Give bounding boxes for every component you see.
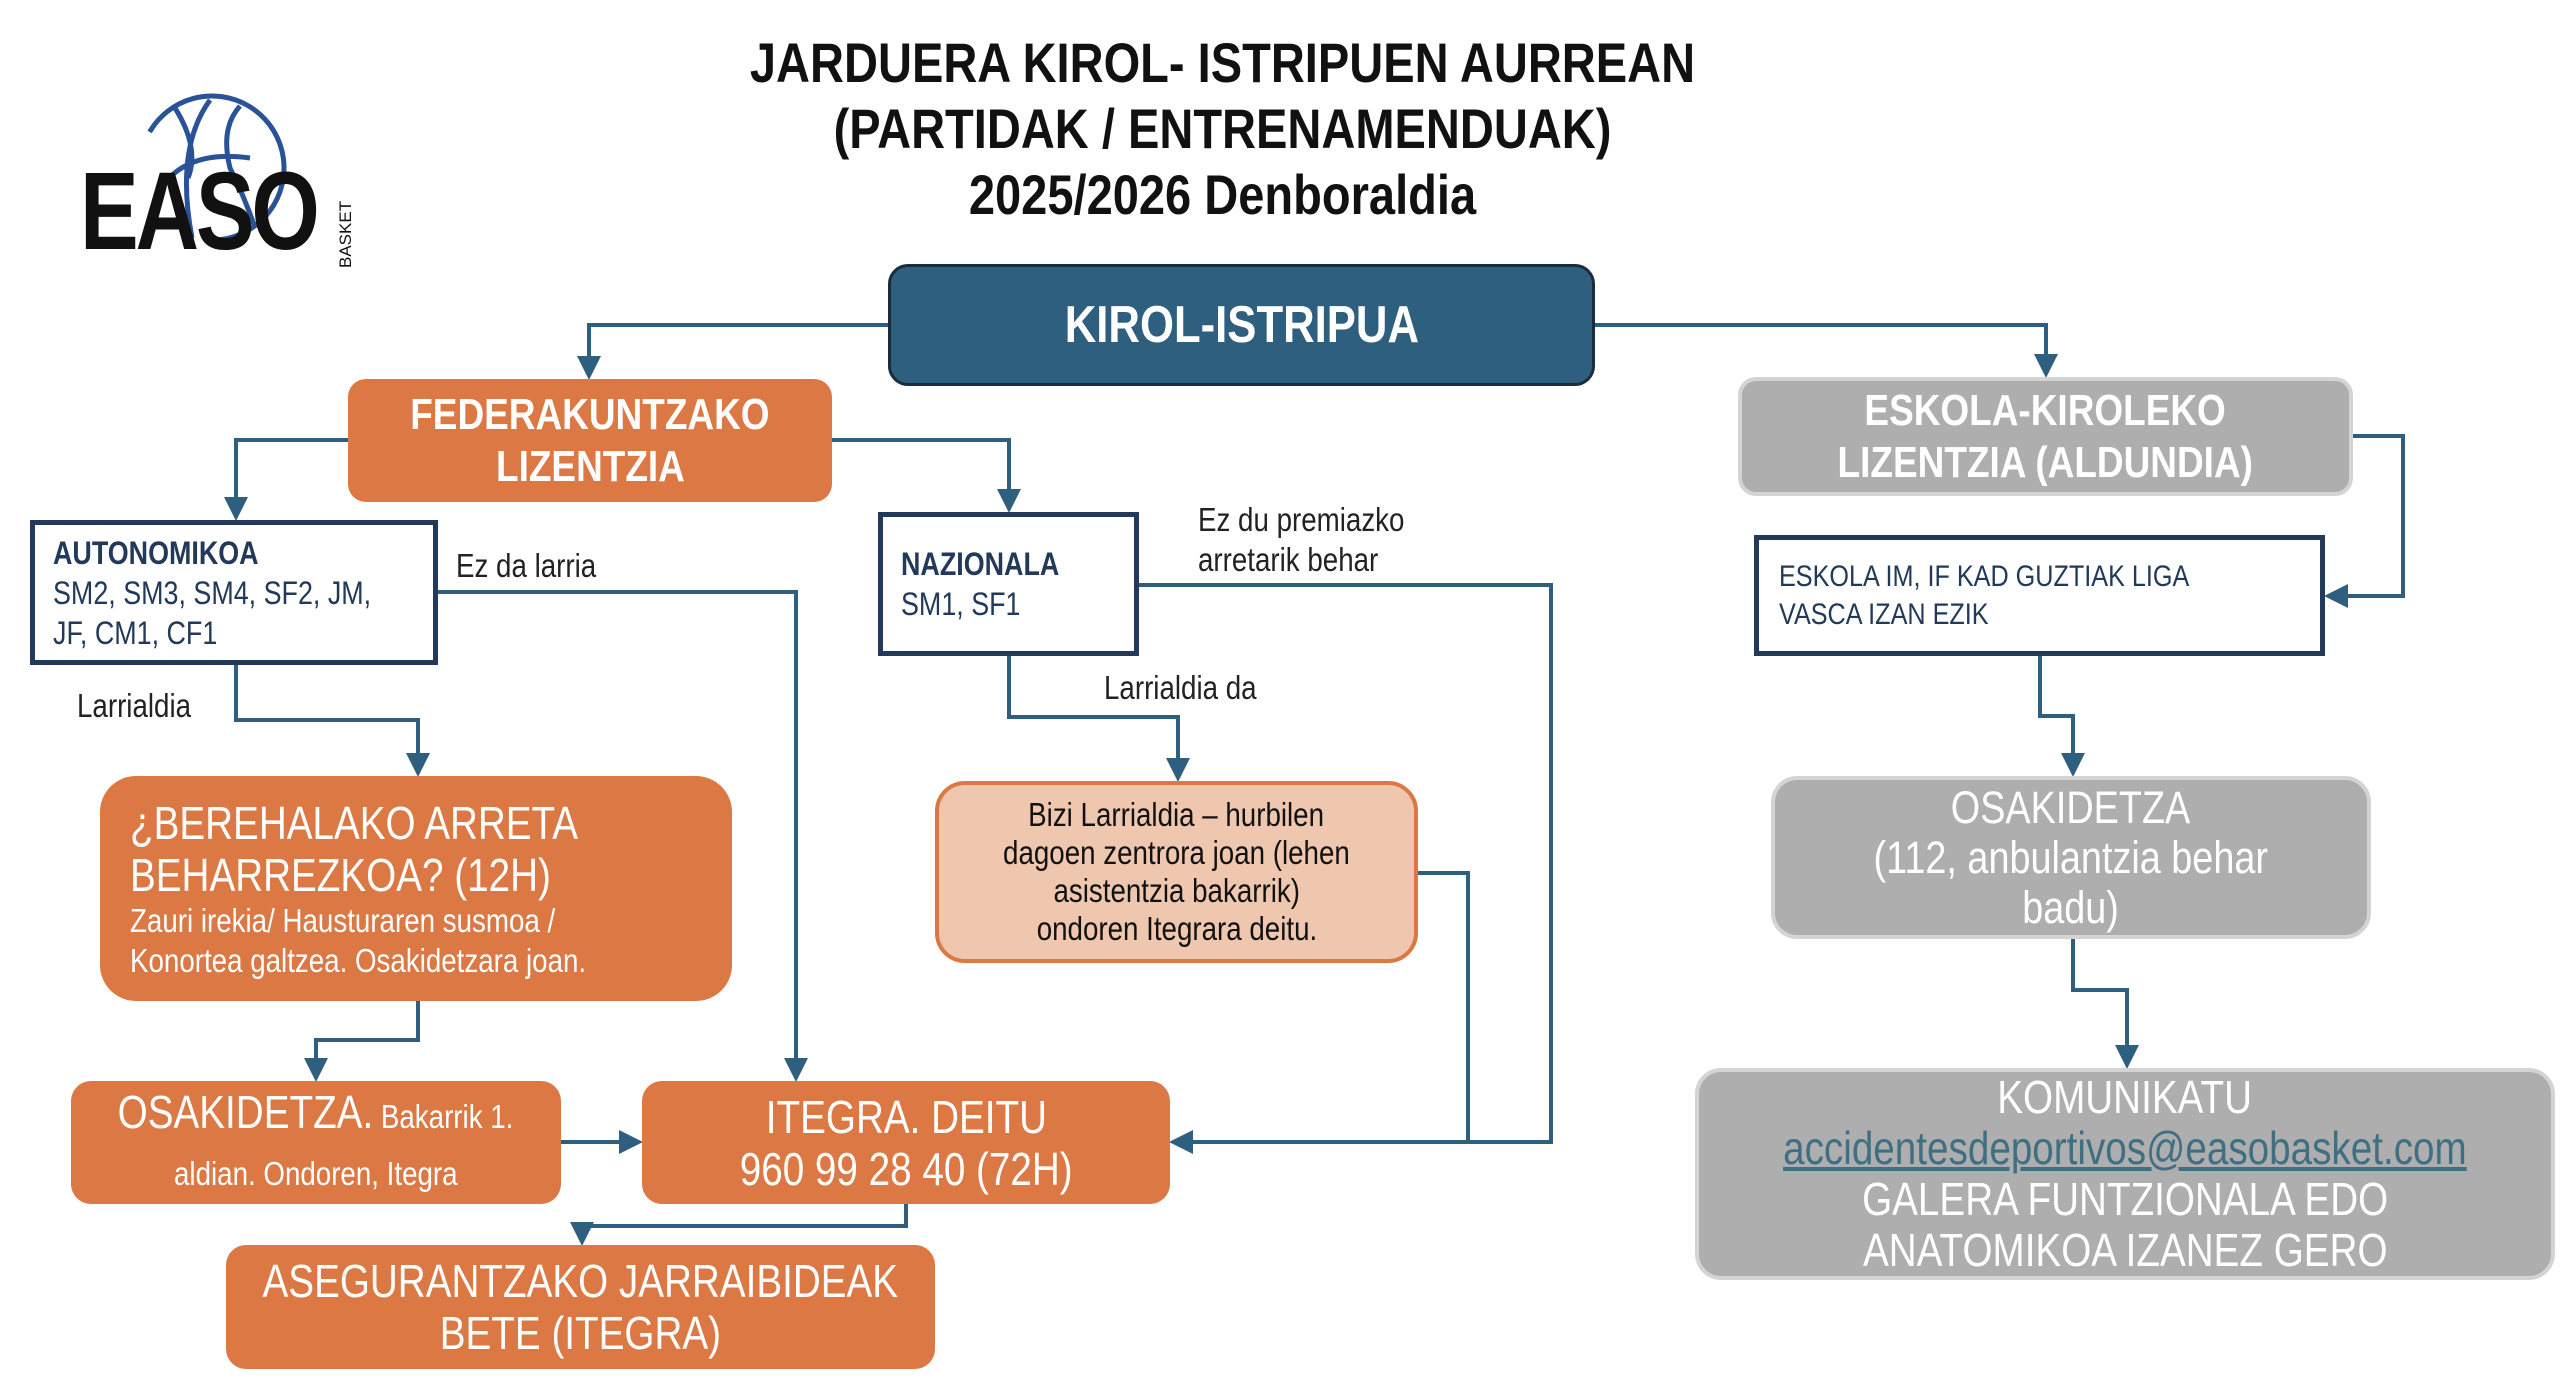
nazionala-box: NAZIONALA SM1, SF1 xyxy=(878,512,1139,656)
osakidetza-orange-box: OSAKIDETZA. Bakarrik 1. aldian. Ondoren,… xyxy=(71,1081,561,1204)
osakidetza-gray-line: OSAKIDETZA xyxy=(1951,781,2191,833)
osakidetza-orange-main: OSAKIDETZA. xyxy=(118,1085,374,1138)
nazionala-title: NAZIONALA xyxy=(901,546,1060,582)
osakidetza-gray-box: OSAKIDETZA (112, anbulantzia behar badu) xyxy=(1771,776,2371,939)
root-box-kirol-istripua: KIROL-ISTRIPUA xyxy=(888,264,1595,386)
itegra-phone: 960 99 28 40 (72H) xyxy=(739,1142,1073,1195)
root-label: KIROL-ISTRIPUA xyxy=(1064,296,1419,354)
connector-berehalako-osakidetza xyxy=(304,1001,420,1082)
eskola-line: LIZENTZIA (ALDUNDIA) xyxy=(1837,437,2254,487)
bizi-line: dagoen zentrora joan (lehen xyxy=(1003,834,1350,871)
title-line-3: 2025/2026 Denboraldia xyxy=(968,163,1477,226)
autonomikoa-line: JF, CM1, CF1 xyxy=(53,614,218,651)
eskola-im-box: ESKOLA IM, IF KAD GUZTIAK LIGA VASCA IZA… xyxy=(1754,535,2325,656)
label-larrialdia-da: Larrialdia da xyxy=(1104,668,1286,708)
autonomikoa-line: SM2, SM3, SM4, SF2, JM, xyxy=(53,574,372,611)
connector-fed-autonomikoa xyxy=(224,438,348,521)
asegurantza-line: BETE (ITEGRA) xyxy=(439,1307,722,1359)
federakuntza-box: FEDERAKUNTZAKO LIZENTZIA xyxy=(348,379,832,502)
label-text: Ez du premiazko xyxy=(1198,501,1405,538)
asegurantza-box: ASEGURANTZAKO JARRAIBIDEAK BETE (ITEGRA) xyxy=(226,1245,935,1369)
osakidetza-orange-first-line: OSAKIDETZA. Bakarrik 1. xyxy=(118,1087,514,1149)
label-text: Larrialdia da xyxy=(1104,669,1257,706)
easo-logo: EASO BASKET xyxy=(80,88,370,273)
connector-itegra-asegurantza xyxy=(570,1204,908,1246)
email-link[interactable]: accidentesdeportivos@easobasket.com xyxy=(1783,1122,2467,1174)
bizi-line: asistentzia bakarrik) xyxy=(1053,872,1300,909)
connector-eskolaim-osakidetza xyxy=(2038,656,2085,777)
connector-fed-nazionala xyxy=(832,438,1021,513)
itegra-box: ITEGRA. DEITU 960 99 28 40 (72H) xyxy=(642,1081,1170,1204)
federakuntza-line: FEDERAKUNTZAKO xyxy=(410,389,770,439)
connector-root-federakuntza xyxy=(577,323,888,380)
itegra-line: ITEGRA. DEITU xyxy=(765,1090,1047,1143)
berehalako-line: BEHARREZKOA? (12H) xyxy=(130,848,551,901)
connector-autonomikoa-berehalako xyxy=(234,665,430,777)
label-text: Ez da larria xyxy=(456,547,597,584)
bizi-larrialdia-box: Bizi Larrialdia – hurbilen dagoen zentro… xyxy=(935,781,1418,963)
autonomikoa-title: AUTONOMIKOA xyxy=(53,534,259,571)
berehalako-sub: Zauri irekia/ Hausturaren susmoa / xyxy=(130,901,556,939)
autonomikoa-box: AUTONOMIKOA SM2, SM3, SM4, SF2, JM, JF, … xyxy=(30,520,438,665)
logo-subtext: BASKET xyxy=(336,200,355,268)
osakidetza-orange-rest: aldian. Ondoren, Itegra xyxy=(174,1154,458,1192)
connector-root-eskola xyxy=(1595,323,2058,378)
connector-nazionala-bizi xyxy=(1007,656,1190,782)
label-text: arretarik behar xyxy=(1198,541,1379,578)
connector-nazionala-itegra xyxy=(1139,583,1553,1154)
connector-autonomikoa-itegra xyxy=(438,590,808,1082)
asegurantza-line: ASEGURANTZAKO JARRAIBIDEAK xyxy=(262,1255,899,1307)
osakidetza-gray-line: badu) xyxy=(2022,881,2120,933)
label-text: Larrialdia xyxy=(77,687,192,724)
bizi-line: Bizi Larrialdia – hurbilen xyxy=(1028,796,1325,833)
connector-bizi-join xyxy=(1418,871,1470,1142)
komunikatu-box: KOMUNIKATU accidentesdeportivos@easobask… xyxy=(1695,1068,2555,1280)
title-line-2: (PARTIDAK / ENTRENAMENDUAK) xyxy=(833,97,1612,160)
label-larrialdia: Larrialdia xyxy=(77,686,213,726)
basketball-icon xyxy=(137,93,287,243)
bizi-line: ondoren Itegrara deitu. xyxy=(1036,910,1317,947)
eskola-im-line: VASCA IZAN EZIK xyxy=(1779,597,1989,631)
berehalako-sub: Konortea galtzea. Osakidetzara joan. xyxy=(130,941,587,979)
connector-osakidetza-komunikatu xyxy=(2071,939,2139,1069)
label-ez-da-larria: Ez da larria xyxy=(456,546,623,586)
osakidetza-orange-rest: Bakarrik 1. xyxy=(373,1097,514,1135)
komunikatu-head: KOMUNIKATU xyxy=(1997,1071,2253,1123)
eskola-line: ESKOLA-KIROLEKO xyxy=(1864,385,2227,435)
page-title: JARDUERA KIROL- ISTRIPUEN AURREAN (PARTI… xyxy=(560,30,1885,228)
logo-text: EASO xyxy=(80,150,320,273)
eskola-im-line: ESKOLA IM, IF KAD GUZTIAK LIGA xyxy=(1779,559,2190,593)
komunikatu-line: ANATOMIKOA IZANEZ GERO xyxy=(1862,1224,2388,1276)
osakidetza-gray-line: (112, anbulantzia behar xyxy=(1873,831,2269,883)
connector-eskola-eskolaim xyxy=(2324,434,2405,608)
nazionala-line: SM1, SF1 xyxy=(901,586,1021,622)
berehalako-line: ¿BEREHALAKO ARRETA xyxy=(130,796,579,849)
federakuntza-line: LIZENTZIA xyxy=(495,441,685,491)
eskola-box: ESKOLA-KIROLEKO LIZENTZIA (ALDUNDIA) xyxy=(1738,377,2353,496)
berehalako-box: ¿BEREHALAKO ARRETA BEHARREZKOA? (12H) Za… xyxy=(100,776,732,1001)
title-line-1: JARDUERA KIROL- ISTRIPUEN AURREAN xyxy=(749,31,1696,94)
komunikatu-line: GALERA FUNTZIONALA EDO xyxy=(1861,1173,2389,1225)
